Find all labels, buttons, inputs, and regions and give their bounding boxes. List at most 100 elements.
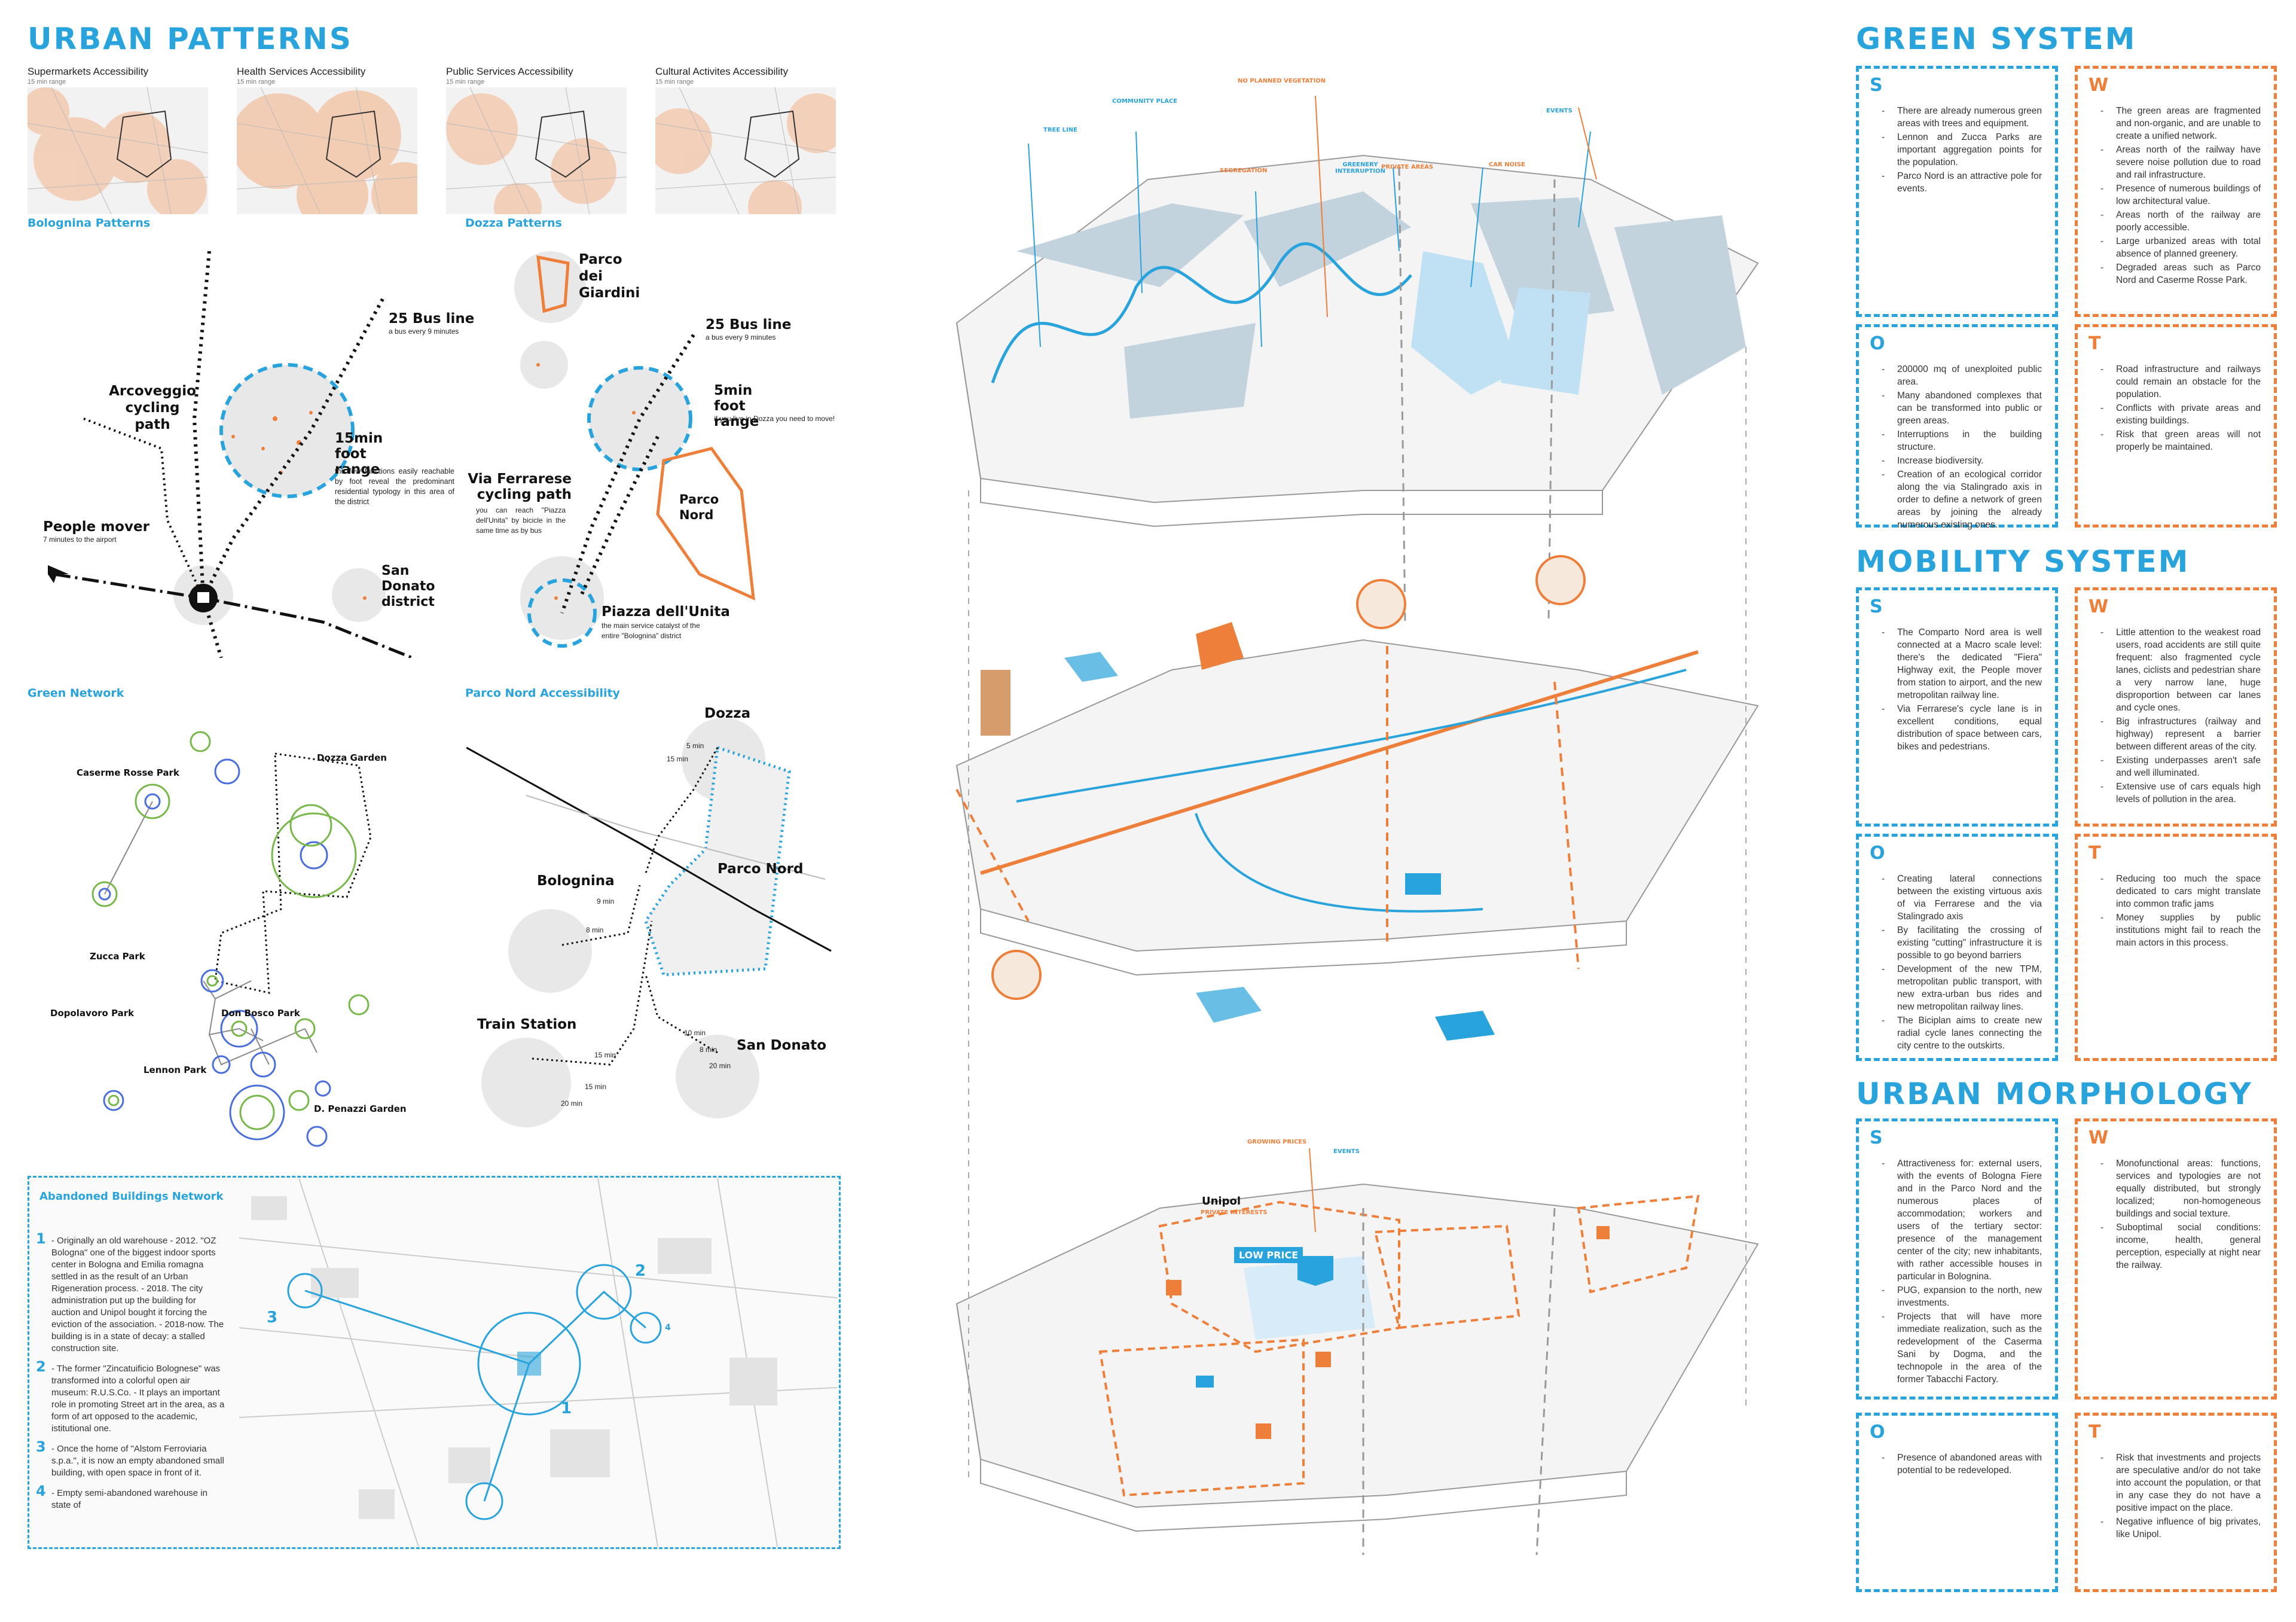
mobility-w-item: Extensive use of cars equals high levels… [2100,780,2261,806]
arcoveggio-cycling-label: Arcoveggio cycling path [109,383,196,432]
pna-time-4: 8 min [586,926,604,934]
abandoned-item-4: 4 - Empty semi-abandoned warehouse in sta… [36,1483,227,1511]
access-map-2 [237,87,417,214]
green-s-item: There are already numerous green areas w… [1882,105,2042,130]
green-t-letter: T [2089,333,2101,354]
access-map-title-4: Cultural Activites Accessibility [655,66,789,77]
axo-label-tree-line: TREE LINE [1043,127,1077,133]
axo-label-greenery-interruption: GREENERY INTERRUPTION [1335,161,1385,175]
pna-time-2: 15 min [667,755,689,763]
green-o-item: 200000 mq of unexploited public area. [1882,363,2042,388]
green-label-don-bosco: Don Bosco Park [221,1008,300,1019]
green-w-item: The green areas are fragmented and non-o… [2100,105,2261,142]
pna-time-10: 20 min [709,1062,731,1070]
morphology-w-item: Suboptimal social conditions: income, he… [2100,1221,2261,1272]
mobility-w-item: Little attention to the weakest road use… [2100,626,2261,714]
access-map-2-graphic [237,87,417,214]
abandoned-item-2: 2 - The former "Zincatuificio Bolognese" … [36,1358,227,1435]
dozza-patterns-diagram [514,251,755,648]
pna-time-1: 5 min [686,742,704,750]
morphology-threats-box: T Risk that investments and projects are… [2075,1413,2277,1592]
green-t-item: Conflicts with private areas and existin… [2100,402,2261,427]
morphology-opportunities-box: O Presence of abandoned areas with poten… [1856,1413,2058,1592]
abandoned-buildings-map [239,1178,837,1547]
access-map-4 [655,87,836,214]
morphology-weaknesses-list: Monofunctional areas: functions, service… [2100,1157,2261,1273]
green-o-item: Interruptions in the building structure. [1882,428,2042,453]
green-label-dopolavoro: Dopolavoro Park [50,1008,135,1019]
abandoned-item-2-text: - The former "Zincatuificio Bolognese" w… [51,1364,225,1434]
green-strengths-list: There are already numerous green areas w… [1882,105,2042,196]
morphology-s-letter: S [1870,1127,1883,1148]
morphology-s-item: Projects that will have more immediate r… [1882,1310,2042,1386]
pna-time-8: 10 min [684,1029,706,1037]
bolognina-foot-range: 15min foot range [335,431,383,477]
mobility-strengths-list: The Comparto Nord area is well connected… [1882,626,2042,754]
dozza-bus-sub: a bus every 9 minutes [706,333,776,342]
pna-san-donato: San Donato [737,1038,827,1053]
green-s-item: Lennon and Zucca Parks are important agg… [1882,131,2042,169]
people-mover-label: People mover [43,519,149,535]
mobility-opportunities-list: Creating lateral connections between the… [1882,873,2042,1053]
abandoned-item-4-number: 4 [36,1483,46,1499]
urban-patterns-title: URBAN PATTERNS [28,22,353,56]
mobility-t-item: Money supplies by public institutions mi… [2100,911,2261,949]
bolognina-patterns-diagram [48,251,417,658]
axo-label-growing-prices: GROWING PRICES [1247,1139,1307,1145]
via-ferrarese-label: Via Ferrarese cycling path [468,471,572,502]
parco-nord-access-diagram [466,718,832,1127]
axo-label-private-interests: PRIVATE INTERESTS [1201,1209,1268,1216]
pna-time-6: 15 min [585,1083,607,1091]
green-w-item: Large urbanized areas with total absence… [2100,235,2261,260]
green-w-item: Areas north of the railway have severe n… [2100,144,2261,181]
axonometric-maps [955,95,1759,1556]
green-s-item: Parco Nord is an attractive pole for eve… [1882,170,2042,195]
green-w-item: Degraded areas such as Parco Nord and Ca… [2100,261,2261,286]
urban-morphology-title: URBAN MORPHOLOGY [1856,1077,2253,1111]
morphology-strengths-box: S Attractiveness for: external users, wi… [1856,1118,2058,1400]
mobility-threats-list: Reducing too much the space dedicated to… [2100,873,2261,950]
abandoned-item-1-number: 1 [36,1230,46,1247]
green-o-letter: O [1870,333,1885,354]
mobility-system-title: MOBILITY SYSTEM [1856,544,2190,579]
axo-label-events-bottom: EVENTS [1333,1148,1360,1155]
pna-parco-nord: Parco Nord [718,861,804,877]
bolognina-bus-line: 25 Bus line [389,311,475,327]
dozza-bus-line: 25 Bus line [706,317,792,333]
mobility-t-item: Reducing too much the space dedicated to… [2100,873,2261,910]
morphology-o-letter: O [1870,1422,1885,1443]
green-label-dozza-garden: Dozza Garden [317,752,387,763]
morphology-strengths-list: Attractiveness for: external users, with… [1882,1157,2042,1387]
green-label-lennon: Lennon Park [144,1065,207,1075]
green-s-letter: S [1870,75,1883,96]
abandoned-map-marker-1: 1 [561,1400,572,1417]
access-map-3 [446,87,627,214]
access-map-1 [28,87,208,214]
green-label-penazzi: D. Penazzi Garden [314,1103,407,1114]
green-strengths-box: S There are already numerous green areas… [1856,66,2058,317]
green-o-item: Many abandoned complexes that can be tra… [1882,389,2042,427]
green-threats-list: Road infrastructure and railways could r… [2100,363,2261,455]
morphology-weaknesses-box: W Monofunctional areas: functions, servi… [2075,1118,2277,1400]
green-label-zucca-park: Zucca Park [90,951,145,962]
mobility-weaknesses-list: Little attention to the weakest road use… [2100,626,2261,807]
mobility-o-letter: O [1870,843,1885,864]
abandoned-item-1-text: - Originally an old warehouse - 2012. "O… [51,1236,224,1353]
abandoned-item-3-number: 3 [36,1438,46,1455]
mobility-s-letter: S [1870,596,1883,617]
green-opportunities-list: 200000 mq of unexploited public area. Ma… [1882,363,2042,532]
mobility-strengths-box: S The Comparto Nord area is well connect… [1856,587,2058,827]
green-network-title: Green Network [28,687,124,700]
mobility-t-letter: T [2089,843,2101,864]
abandoned-map-marker-3: 3 [267,1309,278,1327]
abandoned-item-2-number: 2 [36,1358,46,1375]
axo-map-mobility [955,555,1759,1041]
green-o-item: Creation of an ecological corridor along… [1882,468,2042,531]
morphology-s-item: PUG, expansion to the north, new investm… [1882,1284,2042,1309]
abandoned-item-4-text: - Empty semi-abandoned warehouse in stat… [51,1488,207,1510]
piazza-unita-sub: the main service catalyst of the entire … [602,621,700,640]
abandoned-item-3-text: - Once the home of "Alstom Ferroviaria s… [51,1444,224,1478]
axo-label-private-areas: PRIVATE AREAS [1381,164,1434,170]
axo-label-car-noise: CAR NOISE [1489,161,1525,168]
green-w-item: Presence of numerous buildings of low ar… [2100,182,2261,208]
